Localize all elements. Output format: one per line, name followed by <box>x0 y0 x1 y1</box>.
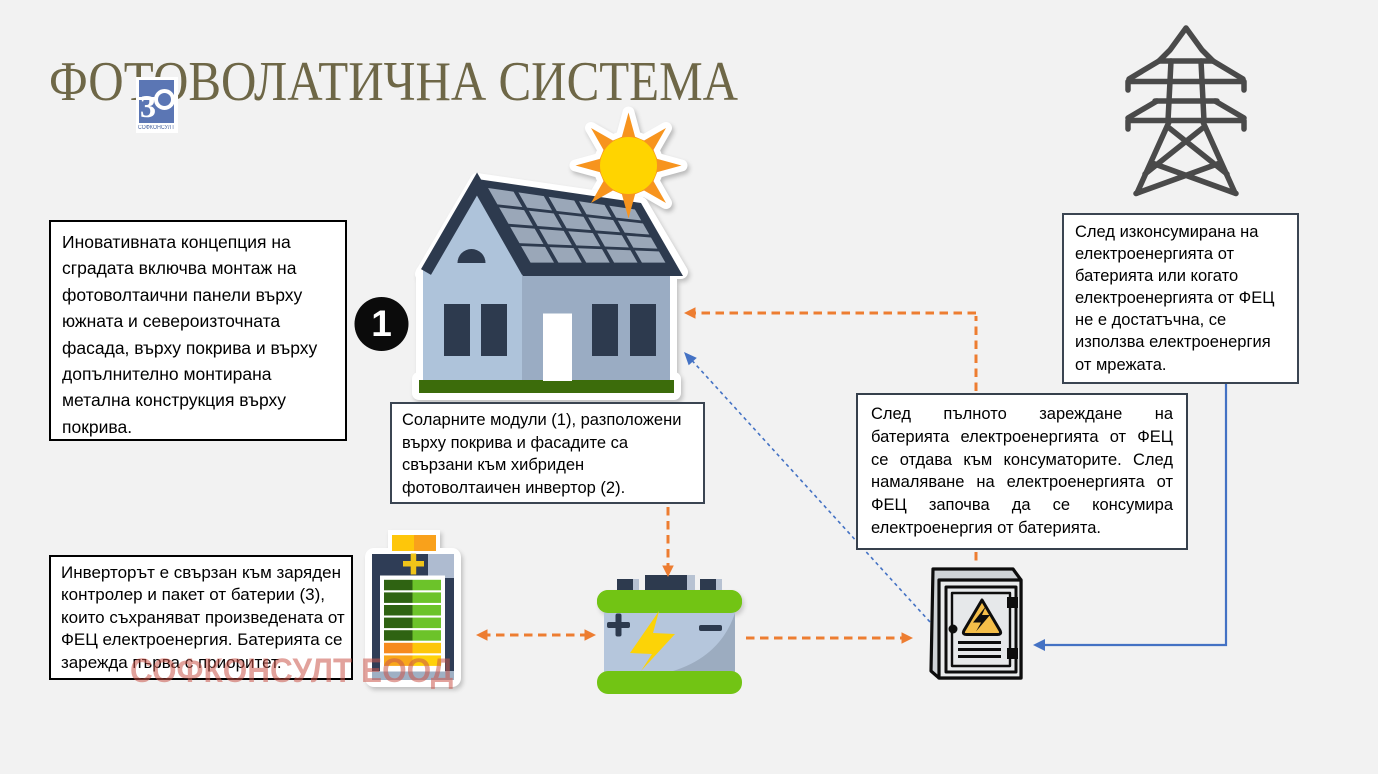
svg-text:1: 1 <box>371 303 392 344</box>
